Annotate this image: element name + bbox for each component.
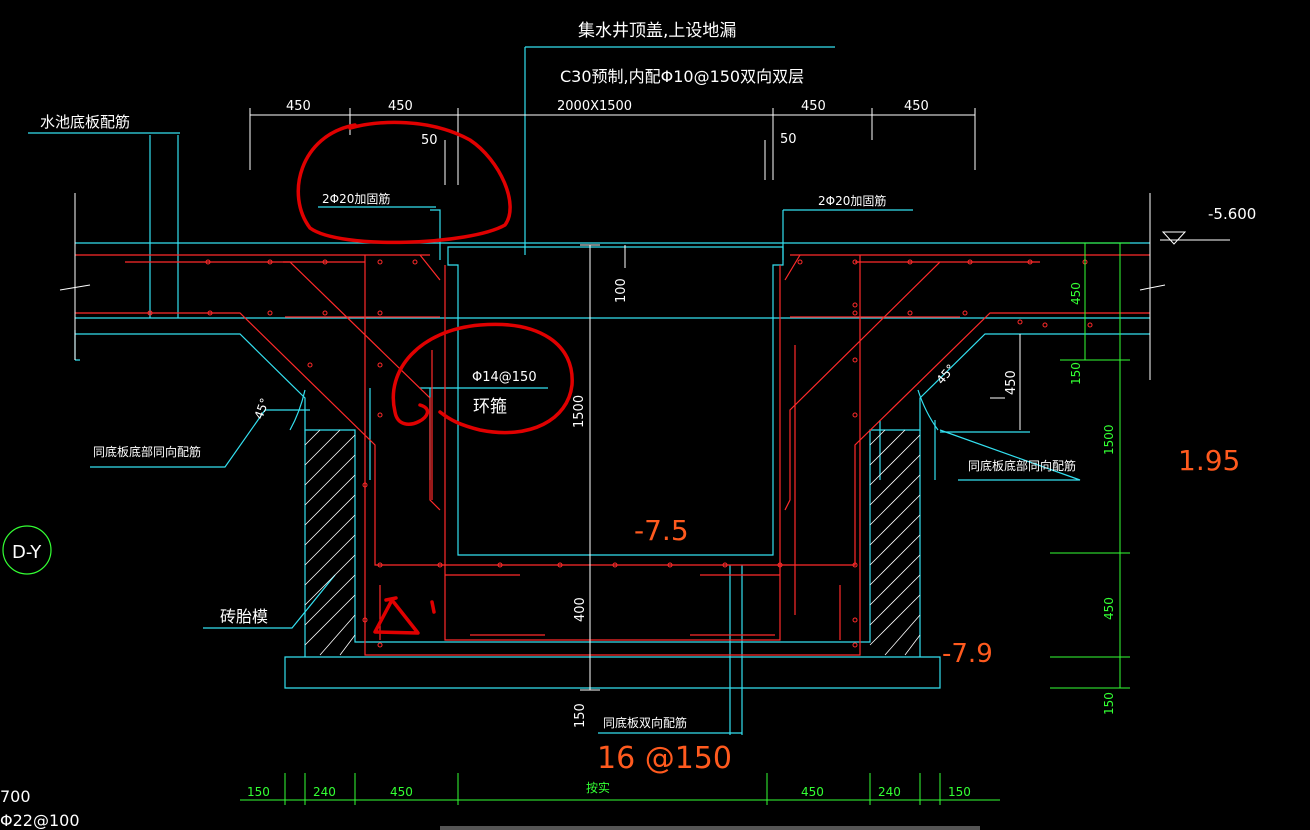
dim-bottom-a: 150 bbox=[247, 785, 270, 799]
dim-bottom-e: 450 bbox=[801, 785, 824, 799]
level-top: -5.600 bbox=[1208, 205, 1256, 223]
dim-top-2: 450 bbox=[388, 99, 413, 114]
dim-bottom-b: 240 bbox=[313, 785, 336, 799]
pool-slab-label: 水池底板配筋 bbox=[40, 113, 130, 131]
right-same-label: 同底板底部同向配筋 bbox=[968, 458, 1076, 473]
right-bars-label: 2Φ20加固筋 bbox=[818, 193, 886, 208]
cover-spec: C30预制,内配Φ10@150双向双层 bbox=[560, 67, 804, 86]
dim-inner-400: 400 bbox=[573, 597, 588, 622]
dim-bottom-d: 按实 bbox=[586, 780, 610, 795]
markup-rebar: 16 @150 bbox=[597, 741, 732, 776]
brick-mould-hatch bbox=[304, 429, 921, 656]
brick-label: 砖胎模 bbox=[220, 607, 268, 626]
dim-right-d: 450 bbox=[1102, 597, 1116, 620]
ring-name: 环箍 bbox=[473, 397, 507, 417]
markup-depth-2: -7.5 bbox=[634, 514, 689, 547]
bottom-scroll-bar[interactable] bbox=[440, 826, 980, 830]
markup-depth-1: 1.95 bbox=[1178, 444, 1240, 477]
dim-gap-left: 50 bbox=[421, 133, 438, 148]
dim-inner-100: 100 bbox=[614, 278, 629, 303]
rebar-dots bbox=[147, 259, 1093, 648]
dim-right-e: 150 bbox=[1102, 692, 1116, 715]
ring-spec: Φ14@150 bbox=[472, 370, 537, 385]
markup-circles bbox=[296, 120, 574, 635]
dimension-lines-white bbox=[59, 108, 1230, 691]
axis-label: D-Y bbox=[12, 542, 42, 563]
angle-arc-right bbox=[917, 389, 939, 431]
dim-bottom-g: 150 bbox=[948, 785, 971, 799]
bottom-same-label: 同底板双向配筋 bbox=[603, 715, 687, 730]
dim-inner-1500: 1500 bbox=[572, 395, 587, 428]
dim-top-5: 450 bbox=[904, 99, 929, 114]
dim-inner-r450: 450 bbox=[1004, 370, 1019, 395]
dim-top-1: 450 bbox=[286, 99, 311, 114]
angle-arc-left bbox=[289, 389, 306, 431]
left-same-label: 同底板底部同向配筋 bbox=[93, 444, 201, 459]
angle-left: 45° bbox=[252, 396, 272, 421]
dim-top-3: 2000X1500 bbox=[557, 99, 632, 114]
dim-top-4: 450 bbox=[801, 99, 826, 114]
dim-right-a: 450 bbox=[1069, 282, 1083, 305]
rebar-lines bbox=[75, 254, 1150, 656]
dim-bottom-c: 450 bbox=[390, 785, 413, 799]
dim-gap-right: 50 bbox=[780, 132, 797, 147]
dim-bottom-f: 240 bbox=[878, 785, 901, 799]
axis-bubble bbox=[2, 525, 52, 575]
edge-text-2: Φ22@100 bbox=[0, 811, 80, 830]
leader-lines bbox=[28, 46, 1081, 734]
dimension-lines-green bbox=[240, 242, 1130, 805]
concrete-outline bbox=[74, 47, 1150, 735]
left-bars-label: 2Φ20加固筋 bbox=[322, 191, 390, 206]
dim-right-c: 1500 bbox=[1102, 424, 1116, 455]
cover-title: 集水井顶盖,上设地漏 bbox=[578, 21, 736, 41]
markup-depth-3: -7.9 bbox=[942, 639, 993, 669]
dim-inner-150: 150 bbox=[573, 703, 588, 728]
edge-text-1: 700 bbox=[0, 787, 31, 806]
dim-right-b: 150 bbox=[1069, 362, 1083, 385]
